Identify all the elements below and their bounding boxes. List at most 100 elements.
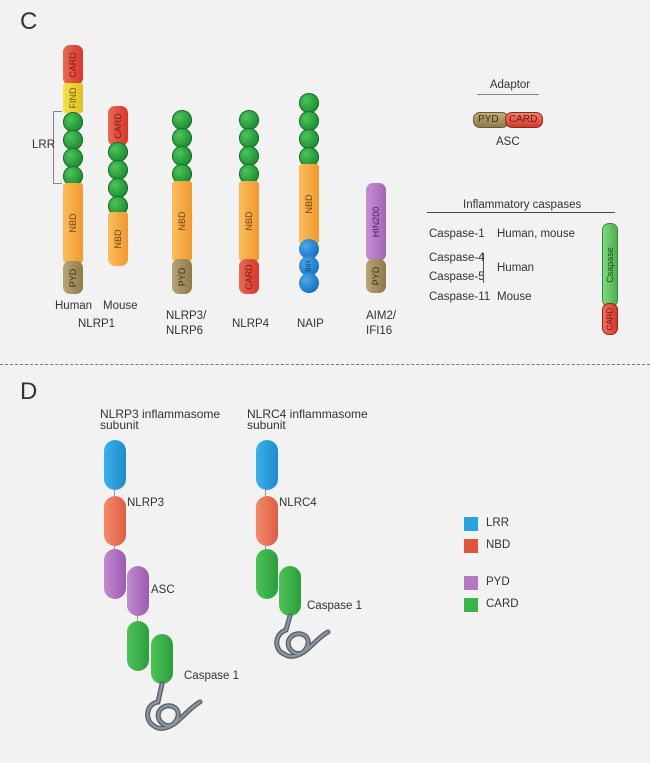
caspase-name: Caspase-1: [429, 228, 485, 240]
asc-label: ASC: [151, 584, 175, 596]
nlrp3-inflammasome-title-line1: NLRP3 inflammasome: [100, 407, 221, 421]
caspases-title: Inflammatory caspases: [463, 199, 582, 211]
legend-label-card: CARD: [486, 598, 519, 610]
card-domain: CARD: [505, 112, 543, 128]
linker: [137, 616, 138, 622]
linker: [114, 546, 115, 551]
asc-label: ASC: [496, 136, 520, 148]
bir-bead: [299, 239, 319, 259]
lrr-bead: [299, 93, 319, 113]
bir-bead: BIR: [299, 256, 319, 276]
lrr-bracket: [53, 111, 62, 184]
lrr-bead: [239, 110, 259, 130]
lrr-bead: [239, 164, 259, 184]
nlrp3-label: NLRP3: [127, 497, 165, 509]
nlrc4-inflammasome-title-line1: NLRC4 inflammasome: [247, 407, 368, 421]
card-domain: CARD: [63, 45, 83, 85]
adaptor-divider: [477, 94, 539, 95]
lrr-bead: [63, 148, 83, 168]
caspase-name: Caspase-5: [429, 271, 485, 283]
pyd-domain: PYD: [366, 259, 386, 293]
nlrp4-label: NLRP4: [232, 318, 270, 330]
lrr-bead: [299, 147, 319, 167]
nlrp1-mouse-label: Mouse: [103, 300, 138, 312]
nbd-domain: NBD: [63, 183, 83, 263]
pyd-domain: PYD: [473, 112, 509, 128]
pyd-domain: PYD: [63, 261, 83, 294]
nlrp1-label: NLRP1: [78, 318, 116, 330]
card-domain: CARD: [602, 303, 618, 335]
lrr-bead: [172, 128, 192, 148]
linker: [265, 546, 266, 551]
naip-label: NAIP: [297, 318, 324, 330]
nlrp3-inflammasome-title-line2: subunit: [100, 418, 139, 432]
nbd-domain: [256, 496, 278, 546]
pyd-domain: [104, 549, 126, 599]
linker: [114, 488, 115, 498]
nlrp3-label-line1: NLRP3/: [166, 310, 207, 322]
lrr-bead: [299, 111, 319, 131]
nlrp3-label-line2: NLRP6: [166, 325, 204, 337]
nbd-domain: NBD: [239, 181, 259, 261]
nbd-domain: NBD: [172, 181, 192, 261]
panel-c-letter: C: [20, 8, 38, 35]
legend-swatch-card: [464, 598, 478, 612]
pyd-domain: PYD: [172, 259, 192, 294]
caspase-bracket: [483, 253, 484, 283]
legend-swatch-lrr: [464, 517, 478, 531]
caspase-name: Caspase-11: [429, 291, 491, 303]
asc-pyd-domain: [127, 566, 149, 616]
lrr-bead: [172, 164, 192, 184]
nlrp4-protein: NBD CARD: [239, 110, 259, 294]
lrr-bead: [63, 112, 83, 132]
legend-label-pyd: PYD: [486, 576, 510, 588]
caspase1-coil-icon: [145, 681, 203, 731]
legend-swatch-pyd: [464, 576, 478, 590]
aim2-label-line2: IFI16: [366, 325, 393, 337]
asc-protein: PYD CARD: [473, 112, 543, 128]
legend-label-lrr: LRR: [486, 517, 510, 529]
aim2-label-line1: AIM2/: [366, 310, 397, 322]
lrr-label: LRR: [32, 139, 56, 151]
nlrp1-mouse-protein: CARD NBD: [108, 106, 128, 266]
nbd-domain: NBD: [299, 164, 319, 244]
card-domain: CARD: [108, 106, 128, 146]
caspase-name: Caspase-4: [429, 252, 485, 264]
caspase-protein: Csapase CARD: [602, 223, 618, 335]
card-domain: [256, 549, 278, 599]
lrr-bead: [63, 166, 83, 186]
asc-card-domain: [127, 621, 149, 671]
caspase-domain: Csapase: [602, 223, 618, 307]
naip-protein: NBD BIR: [299, 93, 319, 293]
legend-swatch-nbd: [464, 539, 478, 553]
nbd-domain: NBD: [108, 212, 128, 266]
lrr-domain: [256, 440, 278, 490]
lrr-bead: [299, 129, 319, 149]
caspase1-coil-icon: [274, 613, 331, 659]
caspase1-label: Caspase 1: [307, 600, 362, 612]
legend-label-nbd: NBD: [486, 539, 511, 551]
linker: [265, 488, 266, 498]
caspase1-card-domain: [279, 566, 301, 616]
lrr-bead: [172, 146, 192, 166]
panel-separator: [0, 364, 650, 365]
nlrp1-human-label: Human: [55, 300, 93, 312]
lrr-bead: [239, 128, 259, 148]
caspase1-card-domain: [151, 634, 173, 684]
caspase-species: Human: [497, 262, 535, 274]
nlrc4-label: NLRC4: [279, 497, 317, 509]
hin200-domain: HIN200: [366, 183, 386, 261]
bir-bead: [299, 273, 319, 293]
aim2-protein: HIN200 PYD: [366, 183, 386, 293]
lrr-bead: [239, 146, 259, 166]
lrr-bead: [108, 178, 128, 198]
lrr-bead: [172, 110, 192, 130]
caspase-species: Mouse: [497, 291, 532, 303]
lrr-domain: [104, 440, 126, 490]
lrr-bead: [108, 160, 128, 180]
caspase-species: Human, mouse: [497, 228, 575, 240]
caspases-divider: [427, 212, 615, 213]
lrr-bead: [108, 196, 128, 216]
lrr-bead: [108, 142, 128, 162]
lrr-bead: [63, 130, 83, 150]
